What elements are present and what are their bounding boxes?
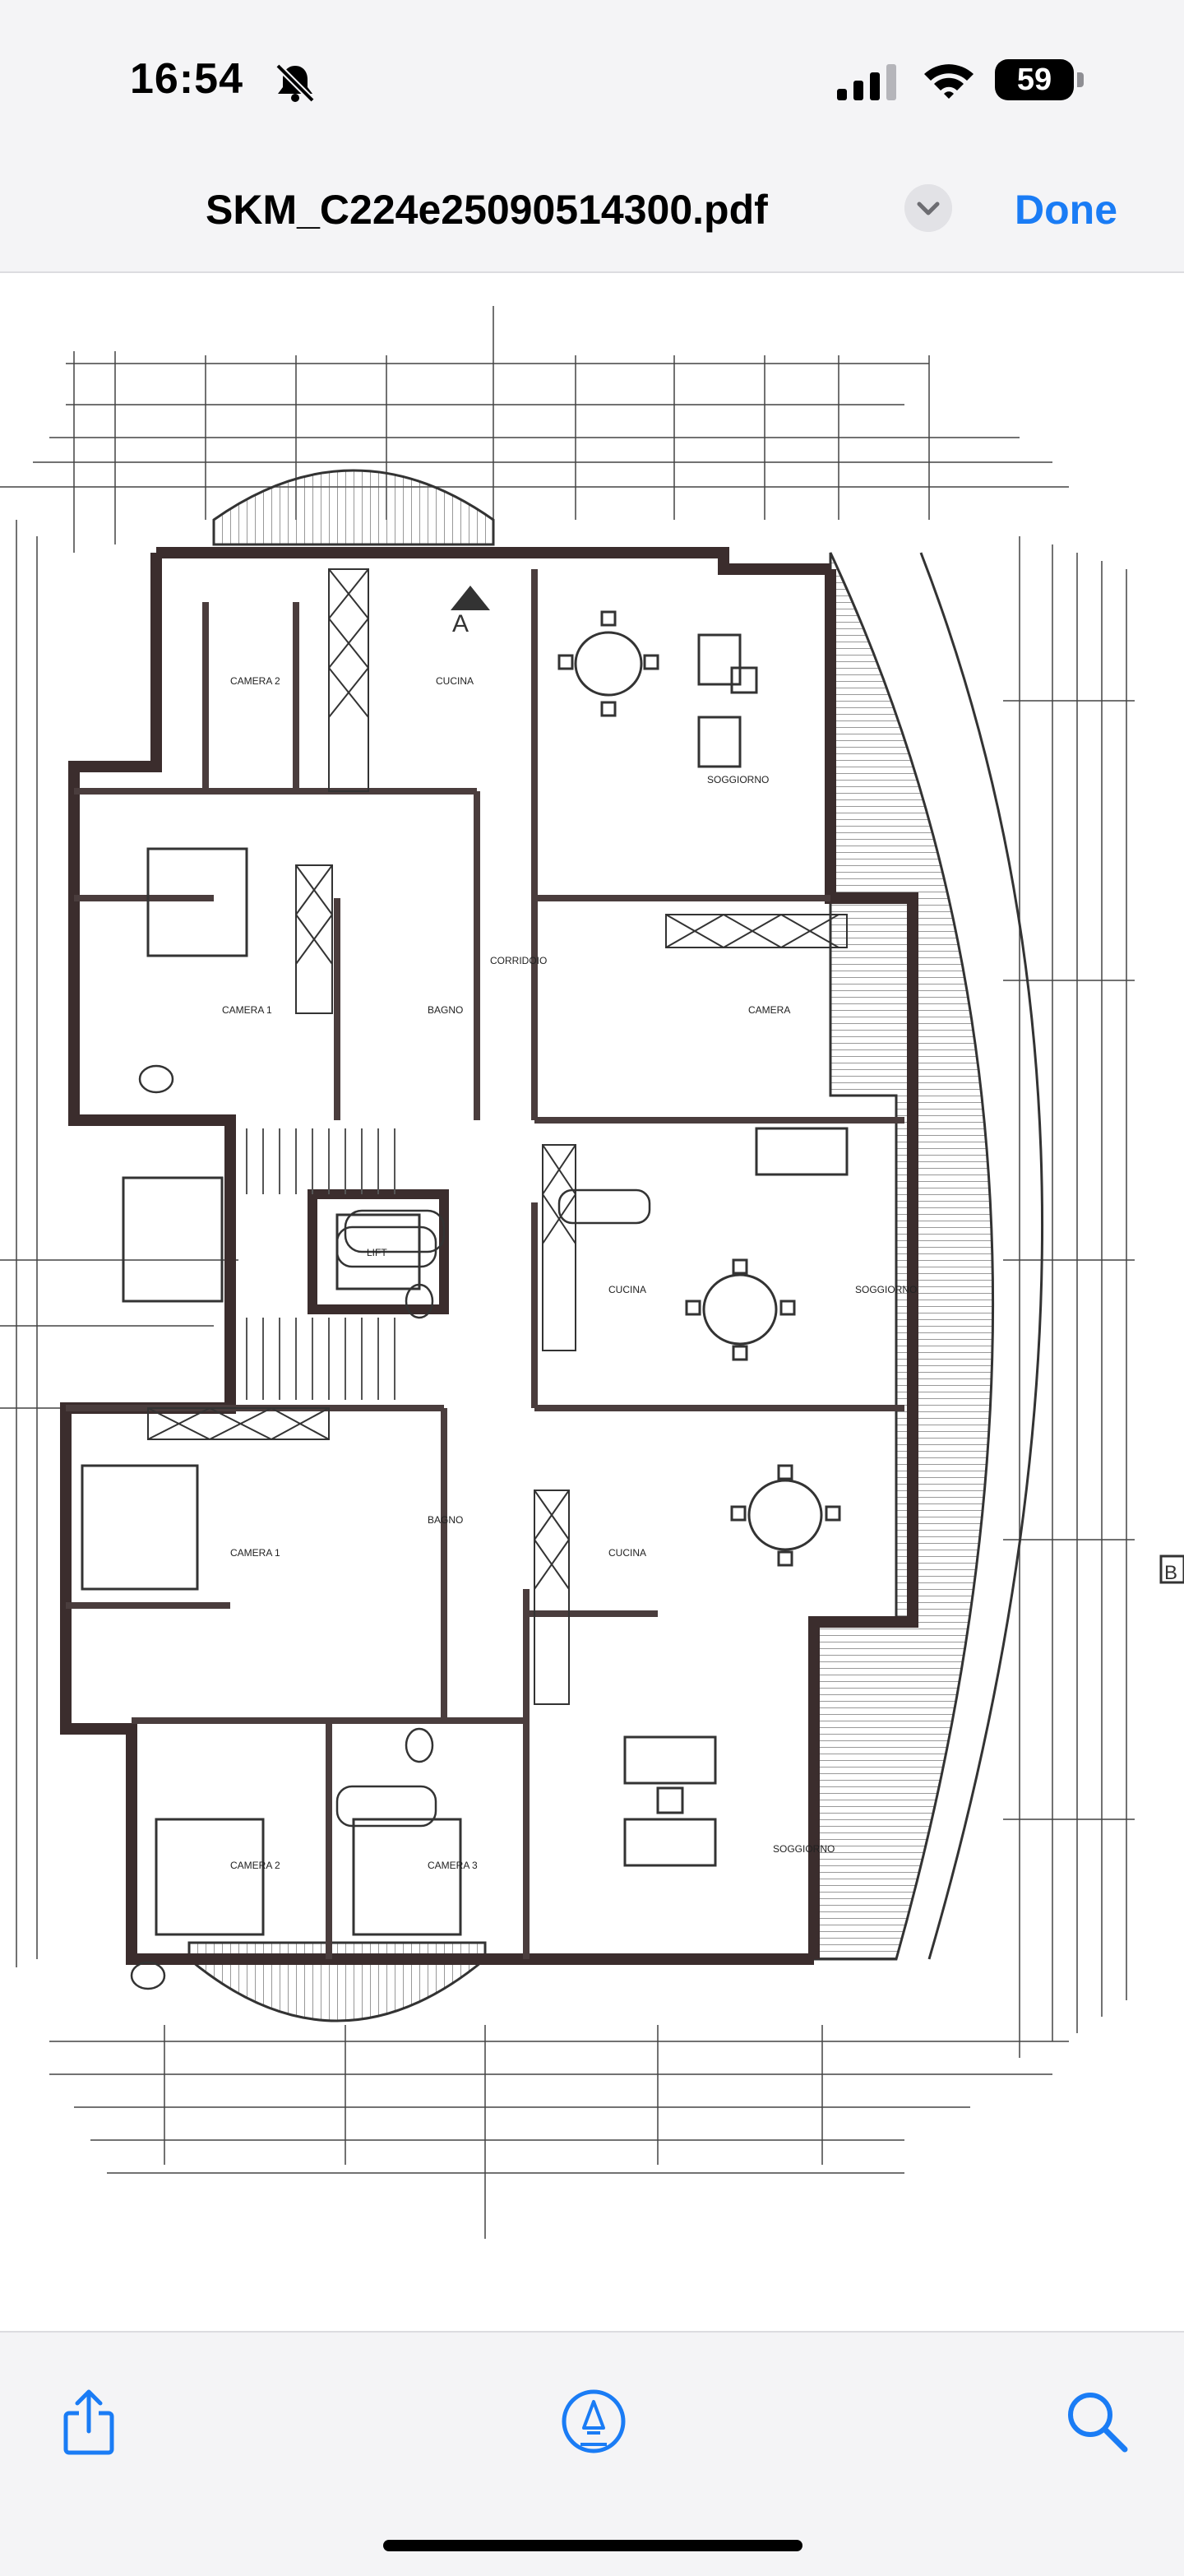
bottom-toolbar bbox=[0, 2331, 1184, 2576]
interior-walls bbox=[66, 569, 904, 1959]
markup-icon[interactable] bbox=[559, 2387, 628, 2456]
bell-slash-icon bbox=[275, 63, 315, 102]
room-label-corridoio: CORRIDOIO bbox=[490, 955, 547, 966]
balcony-top bbox=[212, 469, 495, 546]
dimension-lines-bottom bbox=[49, 2025, 1069, 2239]
cellular-signal-icon bbox=[837, 64, 896, 100]
room-label-soggiorno-mid: SOGGIORNO bbox=[855, 1284, 917, 1295]
clock-time: 16:54 bbox=[130, 55, 243, 103]
dimension-lines-right bbox=[1003, 536, 1135, 2058]
document-title[interactable]: SKM_C224e25090514300.pdf bbox=[206, 187, 768, 233]
dimension-lines-top bbox=[0, 306, 1069, 553]
pdf-page[interactable]: A A B CAMERA 2 CUCINA SOGGIORNO CAMERA 1… bbox=[0, 273, 1184, 2331]
battery-icon: 59 bbox=[995, 59, 1074, 100]
room-label-bagno-lower: BAGNO bbox=[428, 1514, 463, 1526]
room-label-camera-2: CAMERA 2 bbox=[230, 675, 280, 687]
side-marker: B bbox=[1164, 1562, 1177, 1584]
battery-cap bbox=[1077, 72, 1084, 87]
room-label-camera-3: CAMERA 3 bbox=[428, 1860, 478, 1871]
room-label-camera-right: CAMERA bbox=[748, 1004, 790, 1016]
status-bar: 16:54 59 bbox=[0, 0, 1184, 156]
kitchen-counters bbox=[147, 568, 848, 1705]
room-label-camera-2-lower: CAMERA 2 bbox=[230, 1860, 280, 1871]
room-label-cucina-lower: CUCINA bbox=[608, 1547, 646, 1559]
chevron-down-icon[interactable] bbox=[904, 184, 952, 232]
room-label-cucina-mid: CUCINA bbox=[608, 1284, 646, 1295]
room-label-soggiorno-lower: SOGGIORNO bbox=[773, 1843, 835, 1855]
room-label-camera-1: CAMERA 1 bbox=[222, 1004, 272, 1016]
share-icon[interactable] bbox=[54, 2387, 123, 2456]
navigation-bar: SKM_C224e25090514300.pdf Done bbox=[0, 156, 1184, 273]
search-icon[interactable] bbox=[1062, 2387, 1131, 2456]
outer-walls bbox=[60, 547, 918, 1965]
section-markers bbox=[451, 586, 490, 610]
section-marker-top: A bbox=[452, 610, 469, 637]
battery-level: 59 bbox=[1016, 63, 1052, 97]
furniture bbox=[81, 610, 849, 1936]
wifi-icon bbox=[924, 64, 974, 99]
home-indicator[interactable] bbox=[383, 2540, 802, 2551]
pdf-viewer[interactable]: A A B CAMERA 2 CUCINA SOGGIORNO CAMERA 1… bbox=[0, 273, 1184, 2331]
balcony-right bbox=[812, 552, 995, 1961]
room-label-cucina-top: CUCINA bbox=[436, 675, 474, 687]
room-label-bagno-top: BAGNO bbox=[428, 1004, 463, 1016]
floor-plan-drawing: A A B CAMERA 2 CUCINA SOGGIORNO CAMERA 1… bbox=[0, 306, 1184, 2239]
done-button[interactable]: Done bbox=[1015, 187, 1117, 233]
room-label-soggiorno-top: SOGGIORNO bbox=[707, 774, 769, 785]
bathroom-fixtures bbox=[130, 1064, 651, 1990]
room-label-camera-1-lower: CAMERA 1 bbox=[230, 1547, 280, 1559]
room-label-lift: LIFT bbox=[367, 1247, 387, 1258]
lift-core bbox=[246, 1128, 449, 1400]
